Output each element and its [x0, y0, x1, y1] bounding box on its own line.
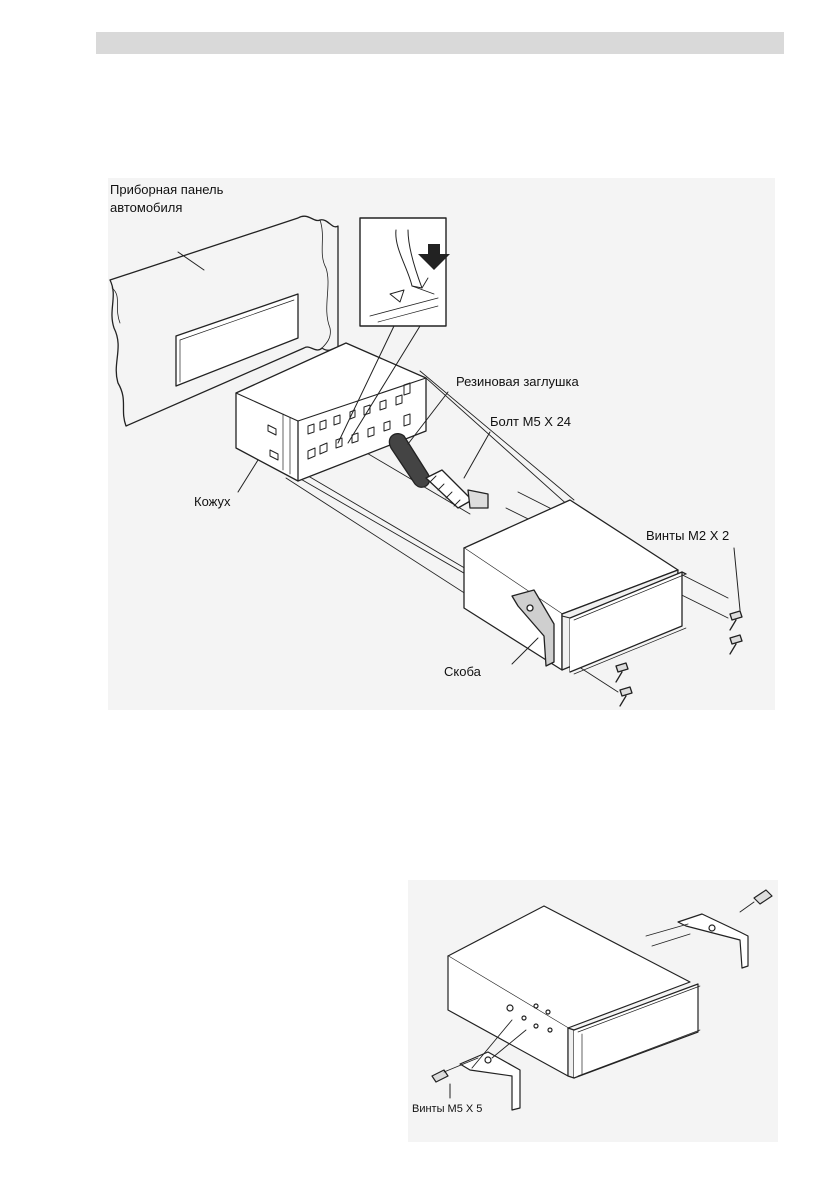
bracket-right: [645, 889, 773, 969]
bolt: [425, 431, 491, 509]
head-unit: [463, 499, 687, 675]
housing-sleeve: [235, 342, 427, 482]
label-dashboard-line1: Приборная панель: [110, 182, 224, 197]
label-dashboard-line2: автомобиля: [110, 200, 182, 215]
label-housing: Кожух: [194, 494, 231, 509]
bracket-mount-diagram: Винты M5 X 5: [408, 880, 778, 1142]
label-bracket: Скоба: [444, 664, 482, 679]
label-screws-m5: Винты M5 X 5: [412, 1103, 482, 1115]
label-rubber-plug: Резиновая заглушка: [456, 374, 579, 389]
bracket: [511, 589, 555, 667]
push-arrow-icon: [418, 244, 450, 270]
head-unit-small: [447, 905, 701, 1079]
header-bar: [96, 32, 784, 54]
detail-inset: [337, 217, 450, 444]
rubber-plug: [388, 391, 449, 488]
label-screws-m2: Винты M2 X 2: [646, 528, 729, 543]
label-bolt: Болт M5 X 24: [490, 414, 571, 429]
bracket-mount-diagram-svg: Винты M5 X 5: [412, 889, 773, 1115]
installation-diagram: Приборная панель автомобиля Резиновая за…: [108, 178, 775, 710]
installation-diagram-svg: Приборная панель автомобиля Резиновая за…: [109, 182, 743, 707]
dashboard-panel: [109, 215, 339, 427]
bracket-left: [431, 1019, 527, 1111]
screws: [615, 547, 743, 707]
